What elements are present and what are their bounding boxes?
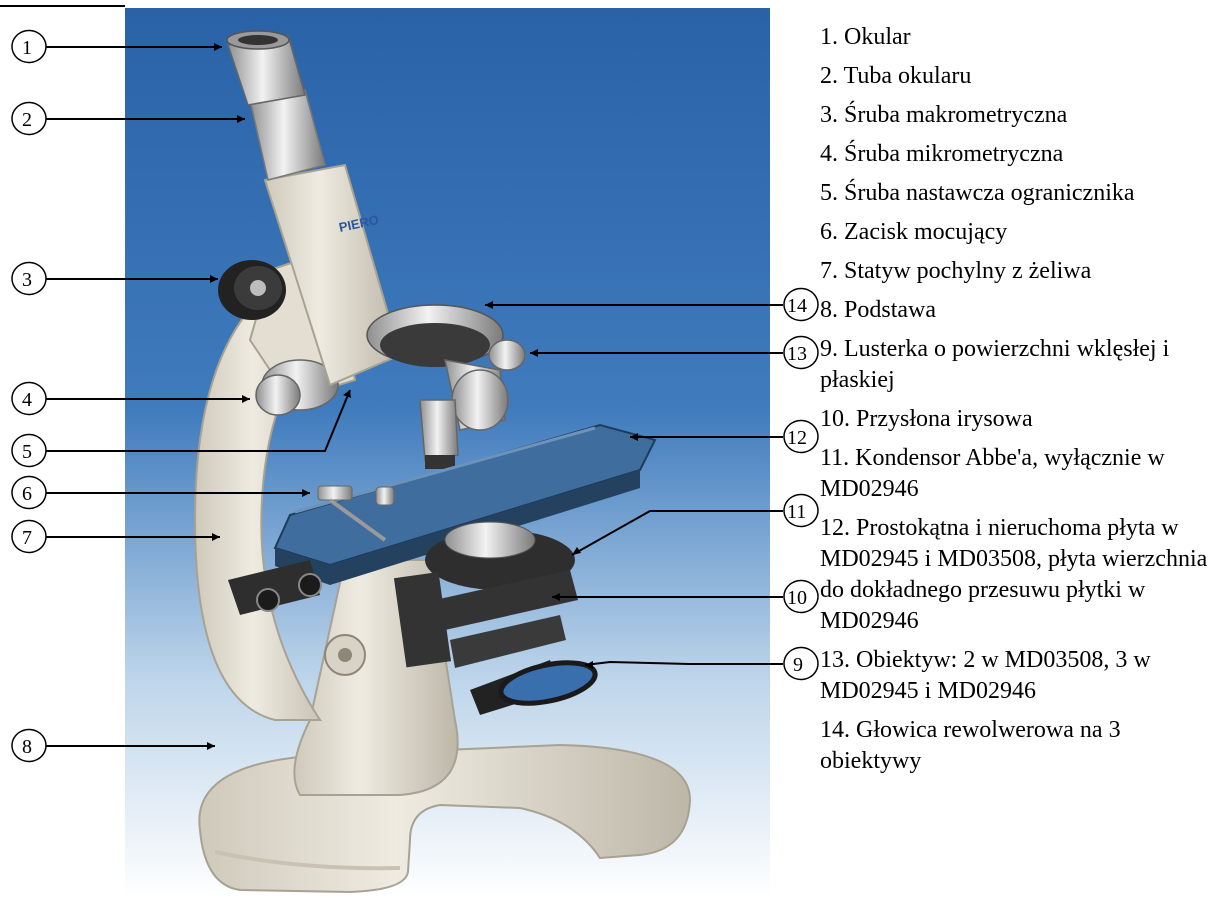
legend-item-9: 9. Lusterka o powierzchni wklęsłej i pła… [820,334,1210,396]
callout-number: 11 [787,501,806,523]
legend-item-14: 14. Głowica rewolwerowa na 3 obiektywy [820,715,1210,777]
callout-number: 5 [22,441,32,463]
legend-item-13: 13. Obiektyw: 2 w MD03508, 3 w MD02945 i… [820,645,1210,707]
legend-item-8: 8. Podstawa [820,295,1210,326]
callout-number: 10 [787,587,807,609]
legend-item-11: 11. Kondensor Abbe'a, wyłącznie w MD0294… [820,443,1210,505]
pedestal-screw-center [338,648,352,662]
callout-number: 8 [22,736,32,758]
callout-number: 6 [22,483,32,505]
callout-number: 2 [22,109,32,131]
callout-number: 13 [787,343,807,365]
callout-number: 4 [22,389,32,411]
callout-number: 1 [22,37,32,59]
legend-item-12: 12. Prostokątna i nieruchoma płyta w MD0… [820,513,1210,637]
parts-legend: 1. Okular 2. Tuba okularu 3. Śruba makro… [820,22,1210,785]
legend-item-3: 3. Śruba makrometryczna [820,100,1210,131]
legend-item-1: 1. Okular [820,22,1210,53]
legend-item-10: 10. Przysłona irysowa [820,404,1210,435]
legend-item-2: 2. Tuba okularu [820,61,1210,92]
coarse-focus-knob [218,260,286,320]
callout-number: 7 [22,527,32,549]
callout-number: 14 [787,295,807,317]
callout-number: 3 [22,269,32,291]
legend-item-7: 7. Statyw pochylny z żeliwa [820,256,1210,287]
legend-item-5: 5. Śruba nastawcza ogranicznika [820,178,1210,209]
legend-item-4: 4. Śruba mikrometryczna [820,139,1210,170]
legend-item-6: 6. Zacisk mocujący [820,217,1210,248]
microscope-diagram: PIERO [0,0,820,898]
callout-number: 9 [793,654,803,676]
callout-number: 12 [787,427,807,449]
